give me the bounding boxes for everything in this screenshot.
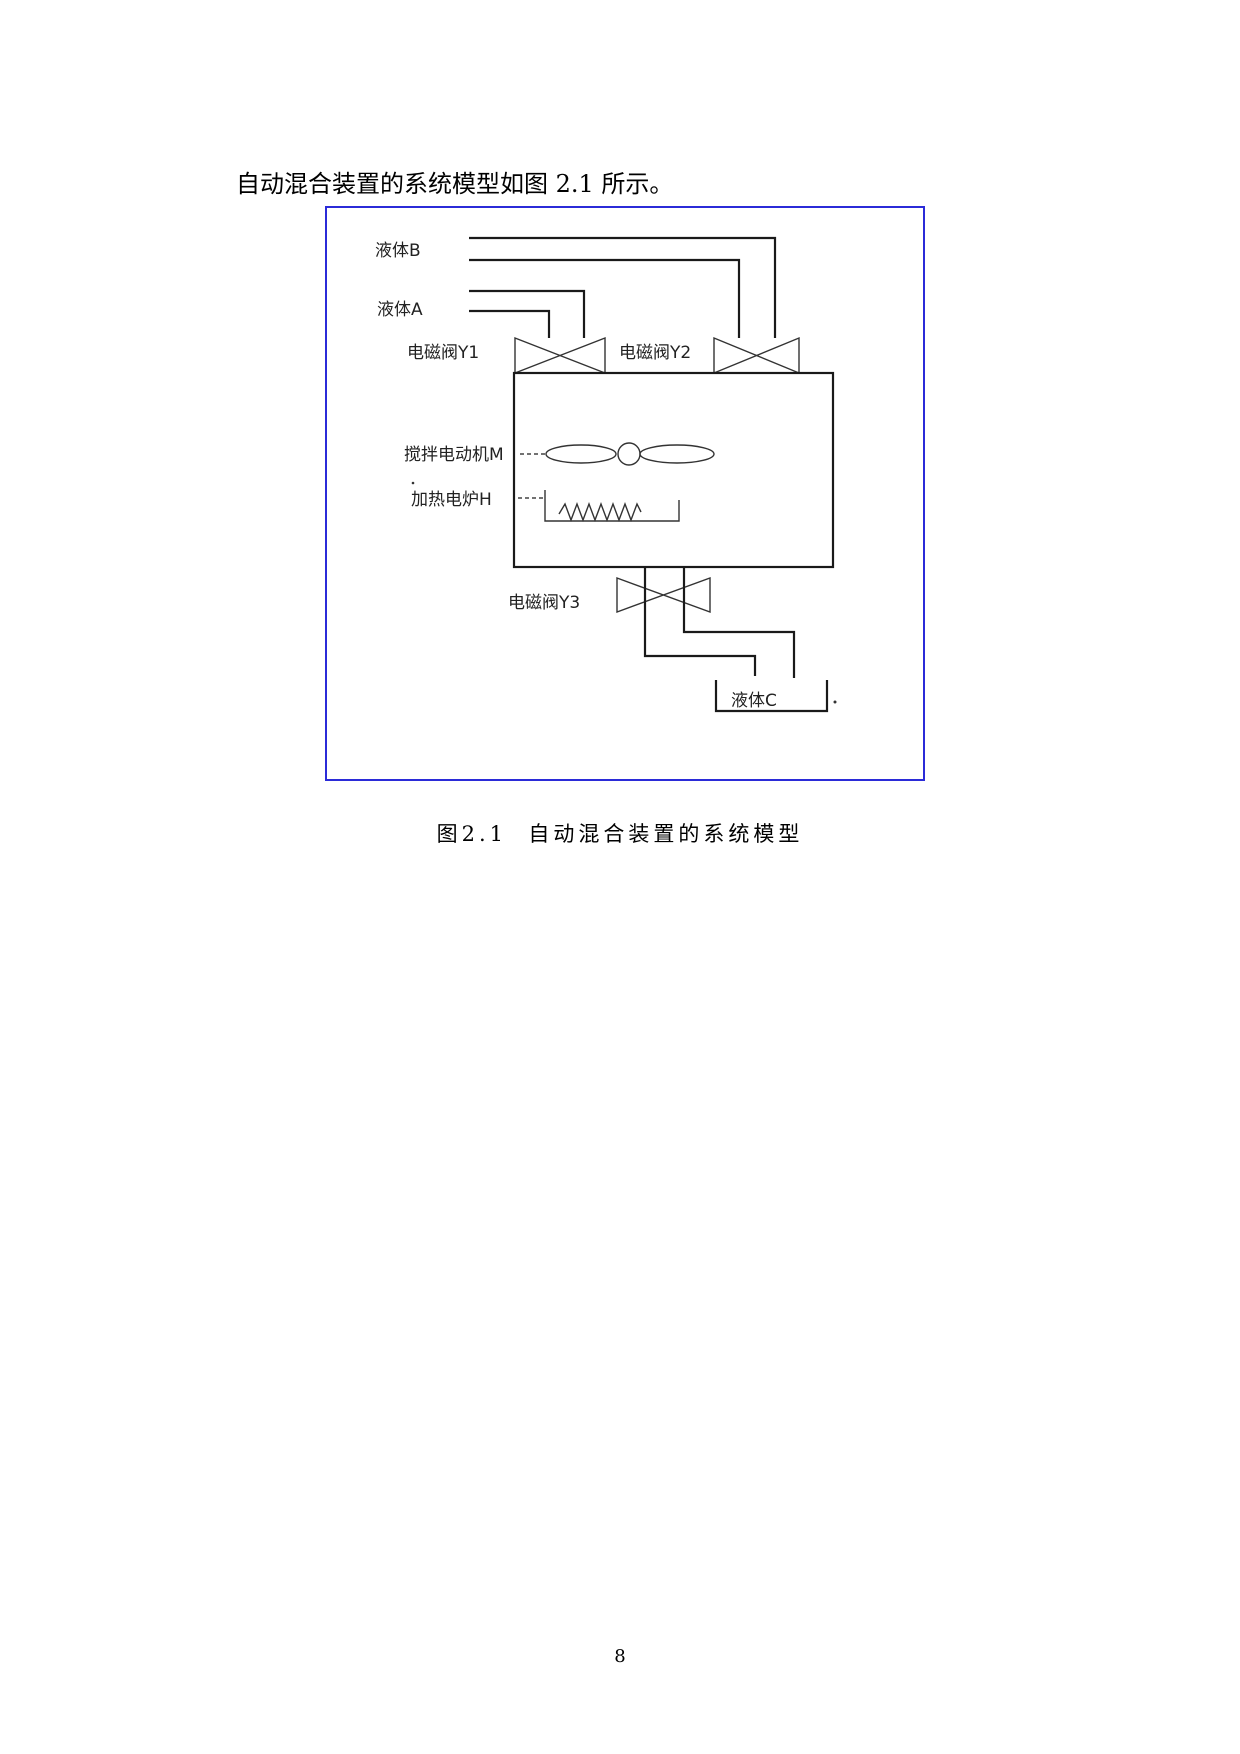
liquid-c-container — [714, 680, 829, 713]
label-valve-y2: 电磁阀Y2 — [619, 343, 691, 363]
valve-y2-icon — [713, 336, 800, 375]
label-liquid-c: 液体C — [731, 691, 777, 711]
system-model-diagram: 液体B 液体A 电磁阀Y1 电磁阀Y2 搅拌电动机M 加热电炉H 电磁阀Y3 液… — [375, 236, 837, 713]
agitator-icon — [545, 442, 715, 466]
figure-frame: 液体B 液体A 电磁阀Y1 电磁阀Y2 搅拌电动机M 加热电炉H 电磁阀Y3 液… — [325, 206, 925, 781]
liquid-b-pipe-inner — [469, 258, 741, 338]
label-motor-m: 搅拌电动机M — [404, 445, 504, 465]
valve-y1-icon — [514, 336, 606, 375]
page-number: 8 — [614, 1646, 626, 1667]
outlet-pipe-outer — [643, 567, 757, 676]
caption-number: 图2.1 — [436, 822, 508, 846]
liquid-a-pipe-outer — [469, 289, 586, 338]
liquid-b-pipe-outer — [469, 236, 777, 338]
figure-caption: 图2.1 自动混合装置的系统模型 — [0, 818, 1240, 848]
stray-dot — [411, 481, 415, 485]
intro-paragraph: 自动混合装置的系统模型如图 2.1 所示。 — [236, 170, 674, 198]
mixing-tank — [512, 371, 835, 569]
liquid-a-pipe-inner — [469, 309, 551, 338]
label-valve-y3: 电磁阀Y3 — [508, 593, 580, 613]
heater-coil-icon — [544, 490, 680, 522]
label-liquid-b: 液体B — [375, 241, 421, 261]
label-heater-h: 加热电炉H — [411, 490, 492, 510]
outlet-pipe-inner — [682, 567, 796, 678]
caption-title: 自动混合装置的系统模型 — [528, 822, 804, 846]
label-liquid-a: 液体A — [377, 300, 423, 320]
valve-y3-icon — [616, 576, 711, 614]
label-valve-y1: 电磁阀Y1 — [407, 343, 479, 363]
stray-dot — [833, 700, 837, 704]
